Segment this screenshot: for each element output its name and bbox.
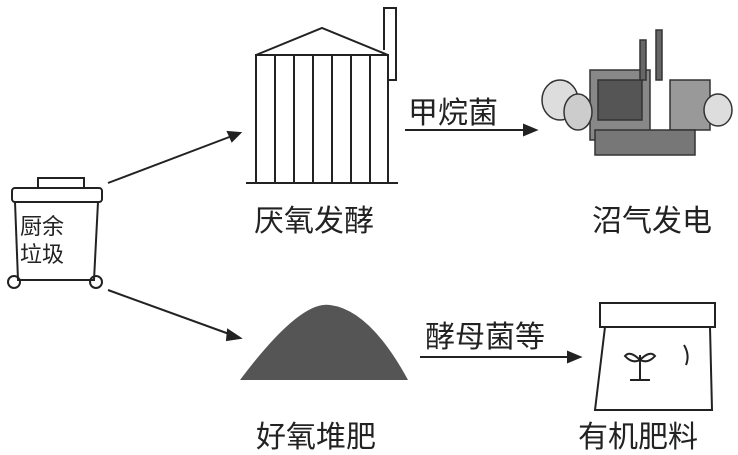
aerobic-label: 好氧堆肥 [256, 420, 376, 455]
power-plant-icon [541, 29, 733, 156]
anaerobic-label: 厌氧发酵 [254, 204, 374, 239]
arrow-to-aerobic [107, 289, 243, 342]
yeast-label: 酵母菌等 [425, 320, 545, 355]
bin-label-line2: 垃圾 [20, 243, 65, 268]
bin-label-line1: 厨余 [20, 215, 65, 240]
arrow-yeast [420, 350, 583, 364]
fertilizer-bag-icon [593, 302, 716, 411]
biogas-power-label: 沼气发电 [592, 204, 712, 239]
organic-fertilizer-label: 有机肥料 [578, 420, 698, 455]
compost-pile-icon [240, 304, 408, 380]
methane-bacteria-label: 甲烷菌 [408, 96, 498, 131]
arrow-methane [405, 123, 539, 137]
arrow-to-anaerobic [107, 130, 243, 184]
kitchen-waste-bin-icon [7, 177, 103, 289]
digester-tank-icon [246, 7, 398, 184]
